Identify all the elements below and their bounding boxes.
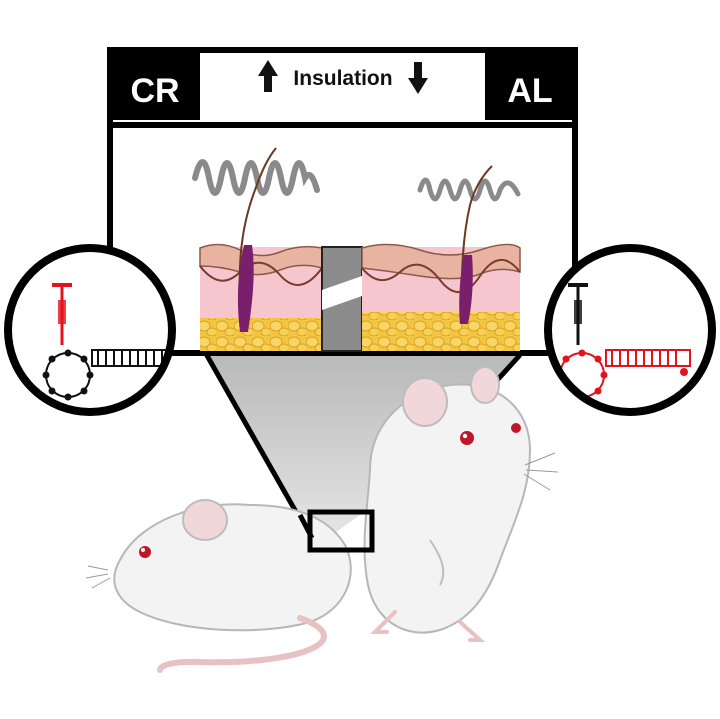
region-to-funnel-left [297, 513, 315, 540]
skin-panel-al [361, 243, 521, 351]
hair-follicle-cr-icon [237, 147, 277, 332]
arrow-up-icon [258, 60, 278, 92]
insulation-label: Insulation [293, 67, 392, 90]
cr-label-box [110, 50, 200, 120]
fur-coil-cr-icon [192, 159, 320, 196]
al-label: AL [507, 72, 552, 110]
zoom-circle-cr [4, 244, 176, 416]
zoom-circle-al [544, 244, 716, 416]
cr-label: CR [130, 72, 179, 110]
arrow-down-icon [408, 62, 428, 94]
hair-follicle-al-icon [459, 165, 493, 324]
mouse-standing-icon [363, 366, 559, 642]
mouse-lying-icon [85, 499, 352, 673]
skin-panel-cr [199, 243, 323, 351]
fur-coil-al-icon [417, 177, 521, 202]
skin-separator [321, 246, 363, 352]
funnel-edge-left [202, 350, 315, 542]
al-label-box [485, 50, 575, 120]
